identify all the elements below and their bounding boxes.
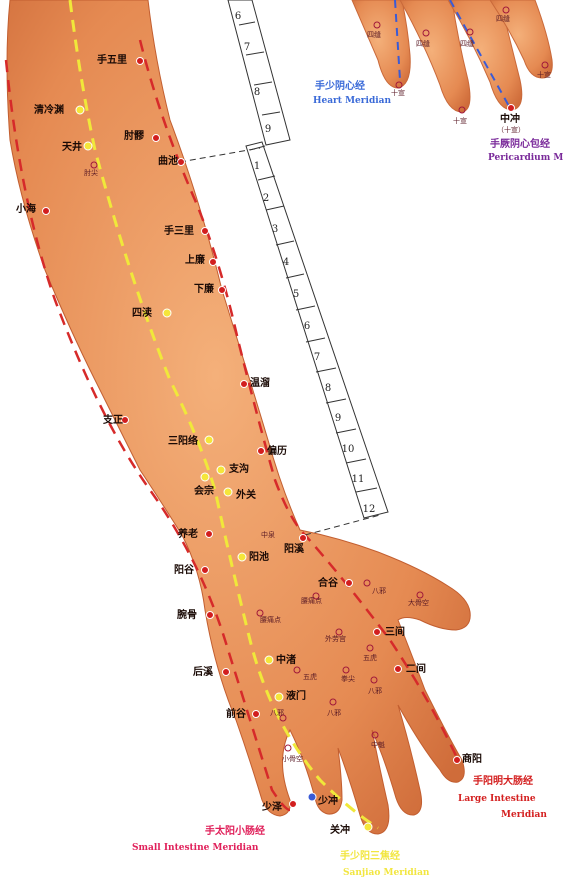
ruler-lower-num: 10	[341, 445, 355, 455]
label-wenliu: 温溜	[250, 379, 270, 389]
caption-large-intestine-en-2: Meridian	[501, 811, 547, 820]
label-quanjian: 拳尖	[341, 676, 355, 683]
ruler-lower-num: 3	[268, 225, 282, 235]
label-xiaogukong: 小骨空	[282, 756, 303, 763]
ruler-upper-num: 8	[250, 88, 264, 98]
label-waiguan: 外关	[236, 491, 256, 501]
caption-heart-en: Heart Meridian	[313, 97, 391, 106]
caption-heart-zh: 手少阴心经	[315, 82, 365, 92]
label-zhoujian: 肘尖	[84, 170, 98, 177]
caption-pericardium-en: Pericardium M	[488, 154, 563, 163]
label-yaotongdian-2: 腰痛点	[260, 617, 281, 624]
ruler-lower-num: 12	[362, 505, 376, 515]
label-zhongchong-sub: （十宣）	[497, 127, 525, 134]
label-xiaohai: 小海	[16, 205, 36, 215]
label-baxie: 八邪	[372, 588, 386, 595]
label-shangyang: 商阳	[462, 755, 482, 765]
caption-large-intestine-en-1: Large Intestine	[458, 795, 536, 804]
label-shanglian: 上廉	[185, 256, 205, 266]
ruler-lower-num: 7	[310, 353, 324, 363]
caption-pericardium-zh: 手厥阴心包经	[490, 140, 550, 150]
label-xialian: 下廉	[194, 285, 214, 295]
label-wuhu: 五虎	[363, 655, 377, 662]
label-zhongkui: 中魁	[371, 742, 385, 749]
label-yanggu: 阳谷	[174, 566, 194, 576]
label-shixuan-1: 十宣	[391, 90, 405, 97]
ruler-lower-num: 11	[351, 475, 365, 485]
label-sifeng-1: 四缝	[367, 32, 381, 39]
ruler-upper-num: 9	[261, 125, 275, 135]
ruler-lower-num: 6	[300, 322, 314, 332]
label-qiangu: 前谷	[226, 710, 246, 720]
label-sifeng-3: 四缝	[460, 41, 474, 48]
label-yanglao: 养老	[178, 530, 198, 540]
label-zhongchong: 中冲	[500, 115, 520, 125]
label-yangchi: 阳池	[249, 553, 269, 563]
label-erjian: 二间	[406, 665, 426, 675]
label-zhizheng: 支正	[103, 416, 123, 426]
label-baxie-2: 八邪	[368, 688, 382, 695]
label-yemen: 液门	[286, 692, 306, 702]
label-wailaogong: 外劳宫	[325, 636, 346, 643]
label-sifeng-4: 四缝	[496, 16, 510, 23]
label-qinglengyuan: 清冷渊	[34, 106, 64, 116]
caption-sanjiao-zh: 手少阳三焦经	[340, 852, 400, 862]
label-sifeng-2: 四缝	[416, 41, 430, 48]
label-hegu: 合谷	[318, 579, 338, 589]
label-quchi: 曲池	[158, 157, 178, 167]
caption-small-intestine-en: Small Intestine Meridian	[132, 844, 258, 853]
label-zhongquan: 中泉	[261, 532, 275, 539]
label-baxie-4: 八邪	[270, 710, 284, 717]
label-sanyangluo: 三阳络	[168, 437, 198, 447]
label-zhouliao: 肘髎	[124, 132, 144, 142]
caption-small-intestine-zh: 手太阳小肠经	[205, 827, 265, 837]
label-shaoze: 少泽	[262, 803, 282, 813]
label-guanchong: 关冲	[330, 826, 350, 836]
ruler-lower-num: 9	[331, 414, 345, 424]
ruler-lower-num: 5	[289, 290, 303, 300]
ruler-lower-num: 8	[321, 384, 335, 394]
label-wuhu-2: 五虎	[303, 674, 317, 681]
label-yangxi: 阳溪	[284, 545, 304, 555]
label-houxi: 后溪	[193, 668, 213, 678]
label-shouwuli: 手五里	[97, 56, 127, 66]
ruler-lower-num: 4	[279, 258, 293, 268]
label-yaotongdian: 腰痛点	[301, 598, 322, 605]
label-baxie-3: 八邪	[327, 710, 341, 717]
label-sanjian: 三间	[385, 628, 405, 638]
label-pianli: 偏历	[267, 447, 287, 457]
ruler-upper-num: 6	[231, 12, 245, 22]
label-wangu: 腕骨	[177, 611, 197, 621]
label-zhigou: 支沟	[229, 465, 249, 475]
shaochong-point	[308, 793, 316, 801]
label-shaochong: 少冲	[318, 797, 338, 807]
label-huizong: 会宗	[194, 487, 214, 497]
label-dagukong: 大骨空	[408, 600, 429, 607]
label-shixuan-3: 十宣	[537, 72, 551, 79]
label-sidu: 四渎	[132, 309, 152, 319]
ruler-upper-num: 7	[240, 43, 254, 53]
label-zhongzhu: 中渚	[276, 656, 296, 666]
ruler-lower-num: 2	[259, 194, 273, 204]
caption-large-intestine-zh: 手阳明大肠经	[473, 777, 533, 787]
ruler-lower-num: 1	[250, 162, 264, 172]
label-tianjing: 天井	[62, 143, 82, 153]
label-shixuan-2: 十宣	[453, 118, 467, 125]
caption-sanjiao-en: Sanjiao Meridian	[343, 869, 429, 878]
label-shousanli: 手三里	[164, 227, 194, 237]
